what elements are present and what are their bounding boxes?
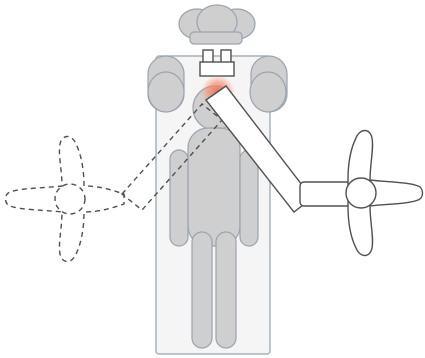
head-support: [179, 5, 255, 44]
alternate-holder-outline: [6, 137, 125, 262]
head-clamp: [200, 50, 234, 76]
patient-torso: [188, 128, 240, 246]
patient-left-arm-top: [148, 72, 184, 112]
alternate-holder-pivot: [55, 184, 85, 214]
patient-right-arm-top: [250, 72, 286, 112]
current-holder: [346, 131, 423, 256]
patient-left-leg: [192, 232, 212, 348]
patient-right-arm: [240, 150, 258, 246]
patient-left-arm: [170, 150, 188, 246]
holder-pivot: [346, 178, 376, 208]
patient-right-leg: [216, 232, 236, 348]
